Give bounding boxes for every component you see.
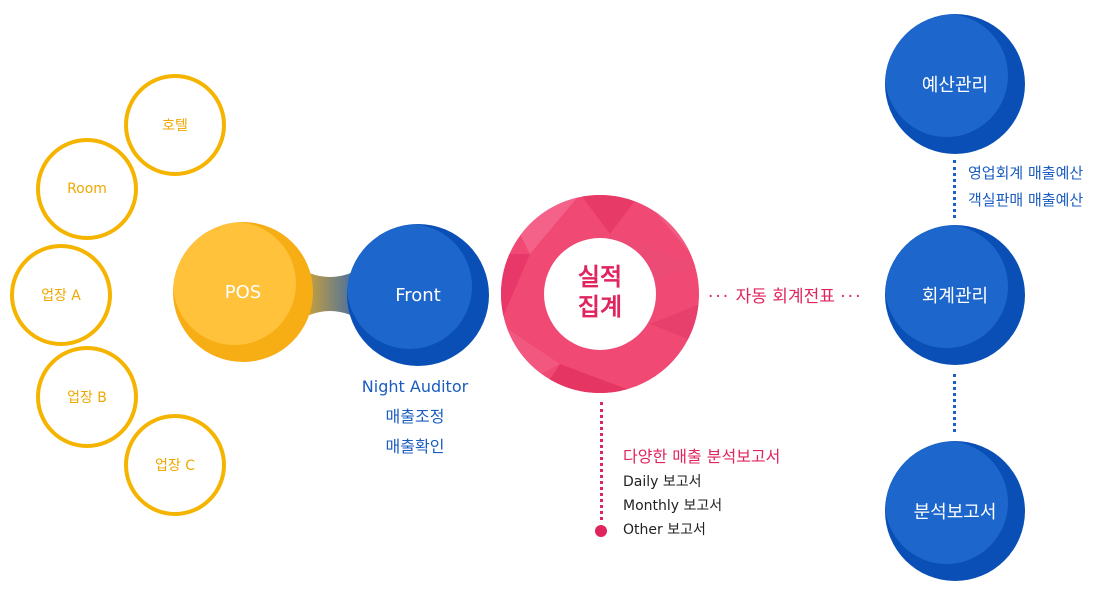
reports-list: 다양한 매출 분석보고서 Daily 보고서 Monthly 보고서 Other… (623, 444, 780, 542)
budget-connector (953, 160, 956, 218)
accounting-label: 회계관리 (921, 286, 989, 307)
venue-a-node: 업장 A (10, 244, 112, 346)
room-node: Room (36, 138, 138, 240)
front-task-list: Night Auditor 매출조정 매출확인 (340, 372, 490, 462)
aggregate-line2: 집계 (577, 293, 623, 321)
analysis-label: 분석보고서 (913, 502, 997, 523)
aggregate-reports-connector (600, 402, 603, 520)
budget-note-room: 객실판매 매출예산 (968, 191, 1084, 209)
budget-node: 예산관리 (885, 14, 1025, 154)
dots-left: ··· (708, 287, 731, 307)
reports-dot (595, 525, 607, 537)
auto-voucher-connector: ··· 자동 회계전표 ··· (708, 282, 863, 307)
budget-label: 예산관리 (921, 75, 989, 96)
pos-label: POS (224, 281, 262, 303)
aggregate-line1: 실적 (577, 263, 623, 291)
front-task-sales-confirm: 매출확인 (385, 437, 445, 456)
venue-b-node: 업장 B (36, 346, 138, 448)
auto-voucher-label: 자동 회계전표 (735, 287, 835, 307)
reports-title: 다양한 매출 분석보고서 (623, 447, 781, 466)
aggregate-label: 실적 집계 (540, 262, 660, 322)
budget-notes: 영업회계 매출예산 객실판매 매출예산 (968, 160, 1083, 214)
analysis-node: 분석보고서 (885, 441, 1025, 581)
venue-c-label: 업장 C (155, 458, 195, 474)
front-node: Front (347, 224, 489, 366)
venue-c-node: 업장 C (124, 414, 226, 516)
report-daily: Daily 보고서 (623, 474, 702, 490)
front-task-night-auditor: Night Auditor (361, 377, 469, 396)
report-monthly: Monthly 보고서 (623, 498, 723, 514)
hotel-node: 호텔 (124, 74, 226, 176)
accounting-analysis-connector (953, 374, 956, 432)
venue-a-label: 업장 A (41, 288, 81, 304)
aggregate-node (501, 195, 699, 393)
hotel-label: 호텔 (162, 118, 188, 134)
report-other: Other 보고서 (623, 522, 706, 538)
venue-b-label: 업장 B (67, 390, 107, 406)
budget-note-sales: 영업회계 매출예산 (968, 164, 1084, 182)
front-task-sales-adjust: 매출조정 (385, 407, 445, 426)
dots-right: ··· (840, 287, 863, 307)
room-label: Room (67, 181, 107, 197)
accounting-node: 회계관리 (885, 225, 1025, 365)
front-label: Front (395, 284, 441, 306)
pos-node: POS (173, 222, 313, 362)
